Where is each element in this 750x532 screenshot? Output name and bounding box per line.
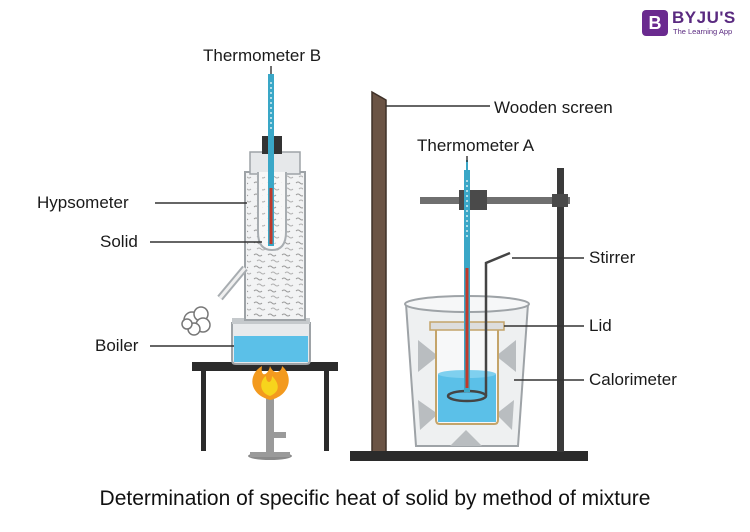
hypsometer [217,136,306,321]
steam-puff [181,306,211,336]
leader-lines [150,66,584,381]
brand-logo: B BYJU'S The Learning App [642,8,746,38]
brand-name: BYJU'S [672,8,736,27]
wooden-screen [371,90,387,457]
label-hypsometer: Hypsometer [37,193,129,212]
boiler [231,318,311,365]
flame [252,366,289,400]
label-wooden-screen: Wooden screen [494,98,613,117]
label-thermometer-b: Thermometer B [203,46,322,65]
tripod-stand [192,362,338,451]
label-boiler: Boiler [95,336,139,355]
figure-caption: Determination of specific heat of solid … [99,487,651,510]
base-platform [350,451,588,461]
thermometer-a [464,160,470,392]
label-lid: Lid [589,316,612,335]
brand-mark: B [642,10,668,36]
label-thermometer-a: Thermometer A [417,136,535,155]
brand-tagline: The Learning App [673,27,733,36]
thermometer-b [268,74,274,246]
label-calorimeter: Calorimeter [589,370,677,389]
label-solid: Solid [100,232,138,251]
label-stirrer: Stirrer [589,248,636,267]
bunsen-burner [248,398,292,460]
